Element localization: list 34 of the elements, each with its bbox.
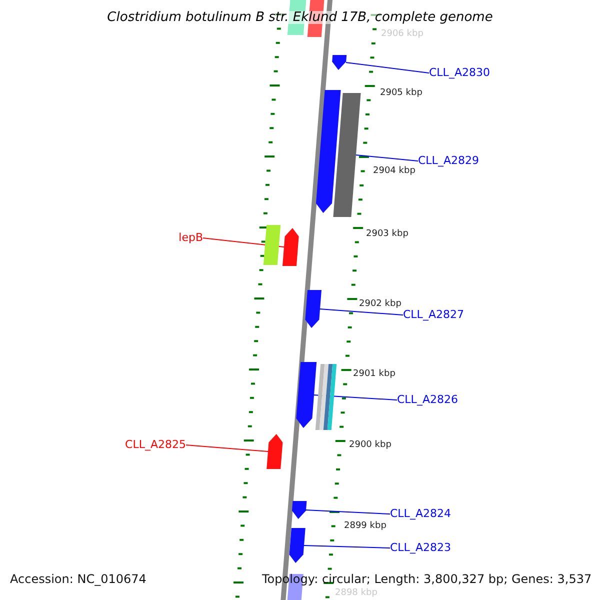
gene-feature <box>292 501 307 519</box>
gene-feature <box>316 90 341 213</box>
leader-line <box>356 154 418 162</box>
gene-feature <box>315 364 337 430</box>
gene-label: lepB <box>178 232 203 243</box>
gene-label: CLL_A2825 <box>125 439 186 450</box>
gene-feature <box>266 434 283 469</box>
gene-label: CLL_A2824 <box>390 508 451 519</box>
scale-label: 2900 kbp <box>349 441 392 450</box>
genome-info-text: Topology: circular; Length: 3,800,327 bp; Genes: 3,537 <box>262 573 592 585</box>
gene-feature <box>333 93 361 217</box>
leader-line <box>304 545 390 548</box>
gene-feature <box>332 55 347 70</box>
scale-label: 2901 kbp <box>353 370 396 379</box>
scale-label: 2902 kbp <box>359 300 402 309</box>
gene-label: CLL_A2823 <box>390 542 451 553</box>
gene-feature <box>289 528 306 563</box>
accession-text: Accession: NC_010674 <box>10 573 146 585</box>
leader-line <box>346 62 430 74</box>
scale-label: 2904 kbp <box>373 167 416 176</box>
gene-feature <box>282 228 299 266</box>
gene-label: CLL_A2829 <box>418 155 479 166</box>
leader-line <box>186 444 268 452</box>
gene-feature <box>296 362 317 428</box>
leader-line <box>320 308 404 316</box>
gene-label: CLL_A2827 <box>403 309 464 320</box>
gene-label: CLL_A2826 <box>397 394 458 405</box>
scale-label: 2905 kbp <box>380 89 422 98</box>
gene-label: CLL_A2830 <box>429 67 490 78</box>
scale-label: 2903 kbp <box>366 230 408 239</box>
gene-feature <box>263 225 281 265</box>
gene-feature <box>305 290 322 328</box>
leader-line <box>306 510 390 514</box>
scale-label: 2899 kbp <box>344 522 386 531</box>
